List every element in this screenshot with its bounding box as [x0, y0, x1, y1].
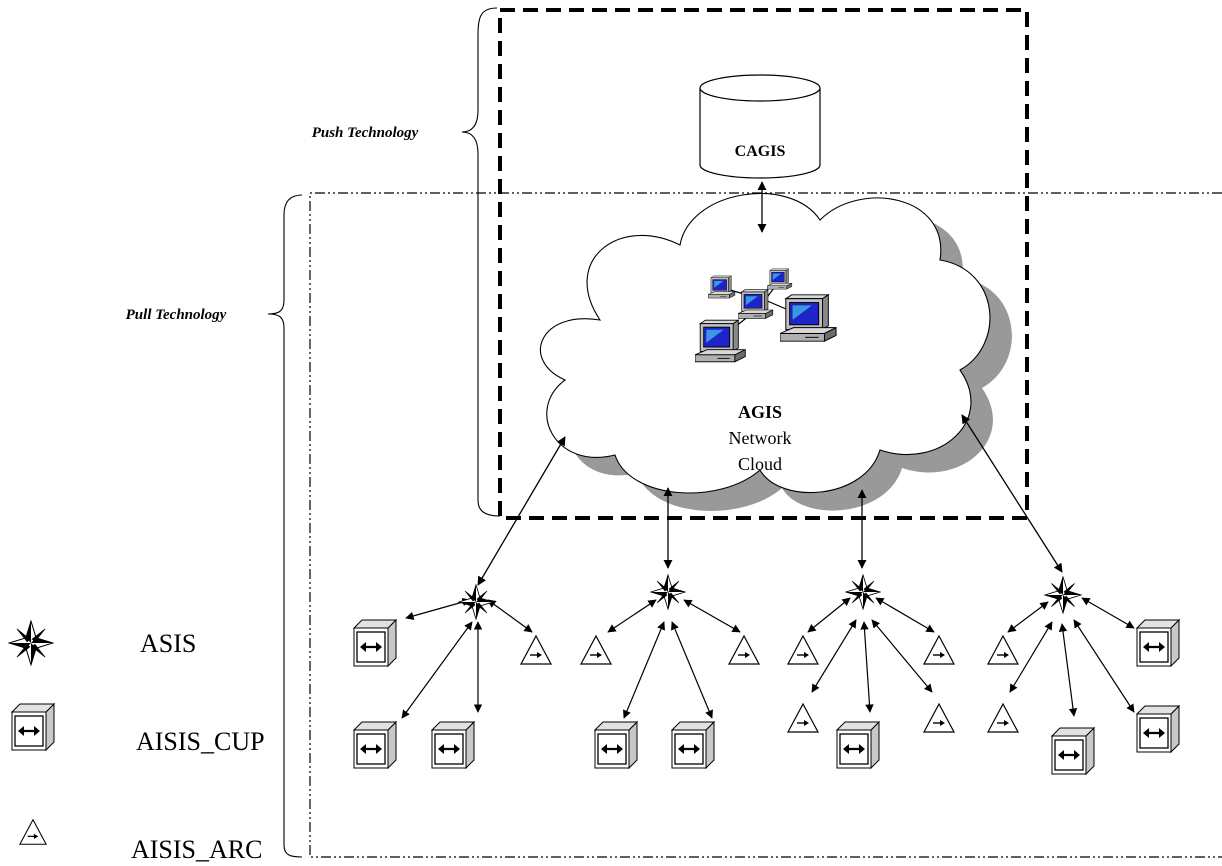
legend-aisis-arc-triangle-icon	[19, 819, 47, 845]
cluster-1	[352, 584, 552, 770]
pull-technology-brace	[267, 194, 303, 858]
computer-icon	[695, 319, 746, 363]
aisis-cup-cube-icon	[670, 720, 716, 770]
aisis-cup-cube-icon	[352, 720, 398, 770]
computer-icon	[738, 289, 774, 319]
push-technology-brace	[461, 7, 501, 517]
aisis-arc-triangle-icon	[923, 703, 955, 733]
cloud-asis-link	[477, 436, 566, 586]
legend-asis-label: ASIS	[140, 629, 196, 658]
cloud-line-cloud: Cloud	[738, 454, 782, 474]
aisis-arc-triangle-icon	[787, 635, 819, 665]
cluster-3	[787, 574, 955, 770]
computer-icon	[708, 275, 736, 299]
agis-network-cloud: AGIS Network Cloud	[539, 192, 1012, 511]
aisis-arc-triangle-icon	[987, 635, 1019, 665]
computer-icon	[780, 294, 837, 342]
pull-technology-label: Pull Technology	[126, 307, 227, 323]
cloud-title: AGIS	[738, 402, 782, 422]
legend-aisis-arc-label: AISIS_ARC	[131, 835, 262, 864]
aisis-cup-cube-icon	[430, 720, 476, 770]
cloud-outline	[539, 192, 991, 494]
legend: ASIS AISIS_CUP AISIS_ARC	[8, 620, 265, 864]
aisis-arc-triangle-icon	[987, 703, 1019, 733]
asis-star-icon	[1044, 576, 1082, 614]
cloud-line-network: Network	[729, 428, 792, 448]
cluster-2	[580, 574, 760, 770]
aisis-arc-triangle-icon	[520, 635, 552, 665]
aisis-cup-cube-icon	[835, 720, 881, 770]
legend-asis-star-icon	[8, 620, 54, 666]
aisis-arc-triangle-icon	[580, 635, 612, 665]
legend-aisis-cup-cube-icon	[10, 702, 56, 752]
asis-star-icon	[458, 584, 494, 620]
legend-aisis-cup-label: AISIS_CUP	[136, 727, 265, 756]
aisis-cup-cube-icon	[352, 618, 398, 668]
cluster-4	[987, 576, 1181, 776]
aisis-cup-cube-icon	[1135, 618, 1181, 668]
database-label: CAGIS	[735, 143, 786, 160]
aisis-arc-triangle-icon	[728, 635, 760, 665]
computer-icon	[767, 268, 793, 290]
push-technology-label: Push Technology	[312, 125, 419, 141]
aisis-cup-cube-icon	[1135, 704, 1181, 754]
cagis-database: CAGIS	[699, 74, 821, 179]
push-technology-region	[498, 8, 1029, 520]
cloud-asis-link	[961, 414, 1063, 573]
aisis-arc-triangle-icon	[787, 703, 819, 733]
cloud-to-asis-links	[477, 414, 1063, 586]
asis-star-icon	[650, 574, 686, 610]
asis-star-icon	[845, 574, 881, 610]
aisis-arc-triangle-icon	[923, 635, 955, 665]
aisis-cup-cube-icon	[593, 720, 639, 770]
aisis-cup-cube-icon	[1050, 726, 1096, 776]
